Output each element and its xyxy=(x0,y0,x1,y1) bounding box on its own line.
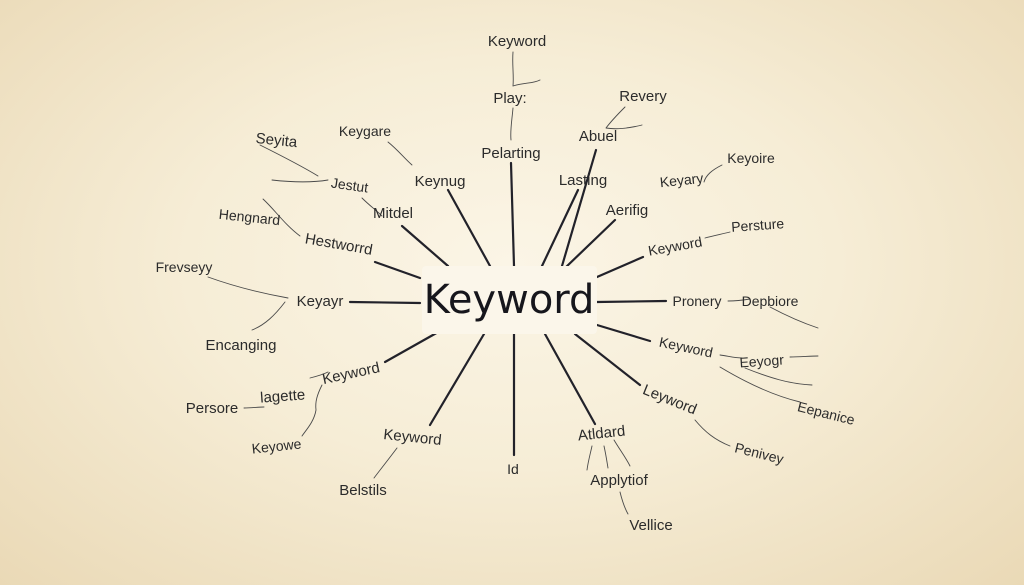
label-keyword-right: Keyword xyxy=(658,334,715,361)
connector xyxy=(207,276,289,299)
connector xyxy=(259,144,329,183)
connector xyxy=(512,51,541,87)
connector xyxy=(605,106,643,130)
connector xyxy=(619,491,629,515)
spoke-keyword-right-upper xyxy=(595,255,645,279)
spoke-lasting xyxy=(540,188,580,268)
label-lasting: Lasting xyxy=(559,172,607,189)
label-keyword-upper-right: Keyword xyxy=(647,233,703,258)
label-aerifig: Aerifig xyxy=(606,202,649,219)
spoke-leyword xyxy=(573,332,642,387)
label-keyword-lower-left: Keyword xyxy=(383,426,443,449)
spoke-pronery xyxy=(595,299,668,304)
connector xyxy=(251,301,286,331)
label-lagette: lagette xyxy=(260,386,306,406)
label-id: Id xyxy=(507,461,519,477)
spoke-keyword-right xyxy=(595,323,652,343)
label-mitdel: Mitdel xyxy=(373,205,413,222)
label-keyowe: Keyowe xyxy=(251,435,302,456)
label-keyword-top: Keyword xyxy=(488,33,546,50)
connector xyxy=(361,197,383,217)
connector xyxy=(387,141,413,166)
label-leyword: Leyword xyxy=(640,381,699,418)
spoke-hestworrd xyxy=(373,260,422,280)
thin-connectors xyxy=(207,51,819,515)
connector xyxy=(309,371,329,379)
label-hestworrd: Hestworrd xyxy=(304,230,374,259)
label-frevseyy: Frevseyy xyxy=(156,259,213,275)
spoke-keyword-lower-left xyxy=(428,332,486,427)
connector xyxy=(262,198,301,237)
connector xyxy=(586,439,631,471)
spoke-keyword-left-lower xyxy=(383,329,442,364)
spoke-up xyxy=(509,161,516,268)
label-jestut: Jestut xyxy=(330,175,369,196)
label-encanging: Encanging xyxy=(206,337,277,354)
connector xyxy=(694,419,731,447)
label-applytiof: Applytiof xyxy=(590,472,648,489)
label-pronery: Pronery xyxy=(672,293,721,309)
label-keyoire: Keyoire xyxy=(727,150,775,166)
label-depbiore: Depbiore xyxy=(742,293,799,309)
spoke-abuel xyxy=(560,148,598,268)
center-box xyxy=(422,266,597,334)
connector xyxy=(719,366,801,403)
connector xyxy=(703,164,723,183)
spoke-keyayr xyxy=(348,300,422,305)
label-belstils: Belstils xyxy=(339,482,387,499)
connector xyxy=(301,384,323,437)
center-label: Keyword xyxy=(424,277,595,323)
label-penivey: Penivey xyxy=(733,439,785,467)
label-keynug: Keynug xyxy=(415,173,466,190)
connector xyxy=(719,354,819,386)
connector xyxy=(243,406,265,409)
label-pelarting: Pelarting xyxy=(481,145,540,162)
spoke-keynug xyxy=(446,188,492,268)
label-hengnard: Hengnard xyxy=(218,206,281,228)
spoke-atldard xyxy=(543,332,597,426)
spoke-aerifig xyxy=(563,218,617,270)
label-persore: Persore xyxy=(186,400,239,417)
label-eepanice: Eepanice xyxy=(796,398,857,428)
label-vellice: Vellice xyxy=(629,517,672,534)
connector xyxy=(727,298,819,329)
connector xyxy=(373,447,398,479)
main-spokes xyxy=(348,148,668,457)
label-seyita: Seyita xyxy=(255,130,299,151)
connector xyxy=(510,107,514,141)
label-keyayr: Keyayr xyxy=(297,293,344,310)
label-revery: Revery xyxy=(619,88,667,105)
label-keyword-left-lower: Keyword xyxy=(321,359,382,388)
label-keygare: Keygare xyxy=(339,123,391,139)
spoke-mitdel xyxy=(400,224,450,268)
label-abuel: Abuel xyxy=(579,128,617,145)
connector xyxy=(704,231,731,239)
label-play: Play: xyxy=(493,90,526,107)
center-node: Keyword xyxy=(422,266,597,334)
label-persture: Persture xyxy=(731,215,785,235)
label-atldard: Atldard xyxy=(577,423,626,445)
label-eeyogr: Eeyogr xyxy=(739,351,785,370)
label-keyary: Keyary xyxy=(659,170,704,190)
